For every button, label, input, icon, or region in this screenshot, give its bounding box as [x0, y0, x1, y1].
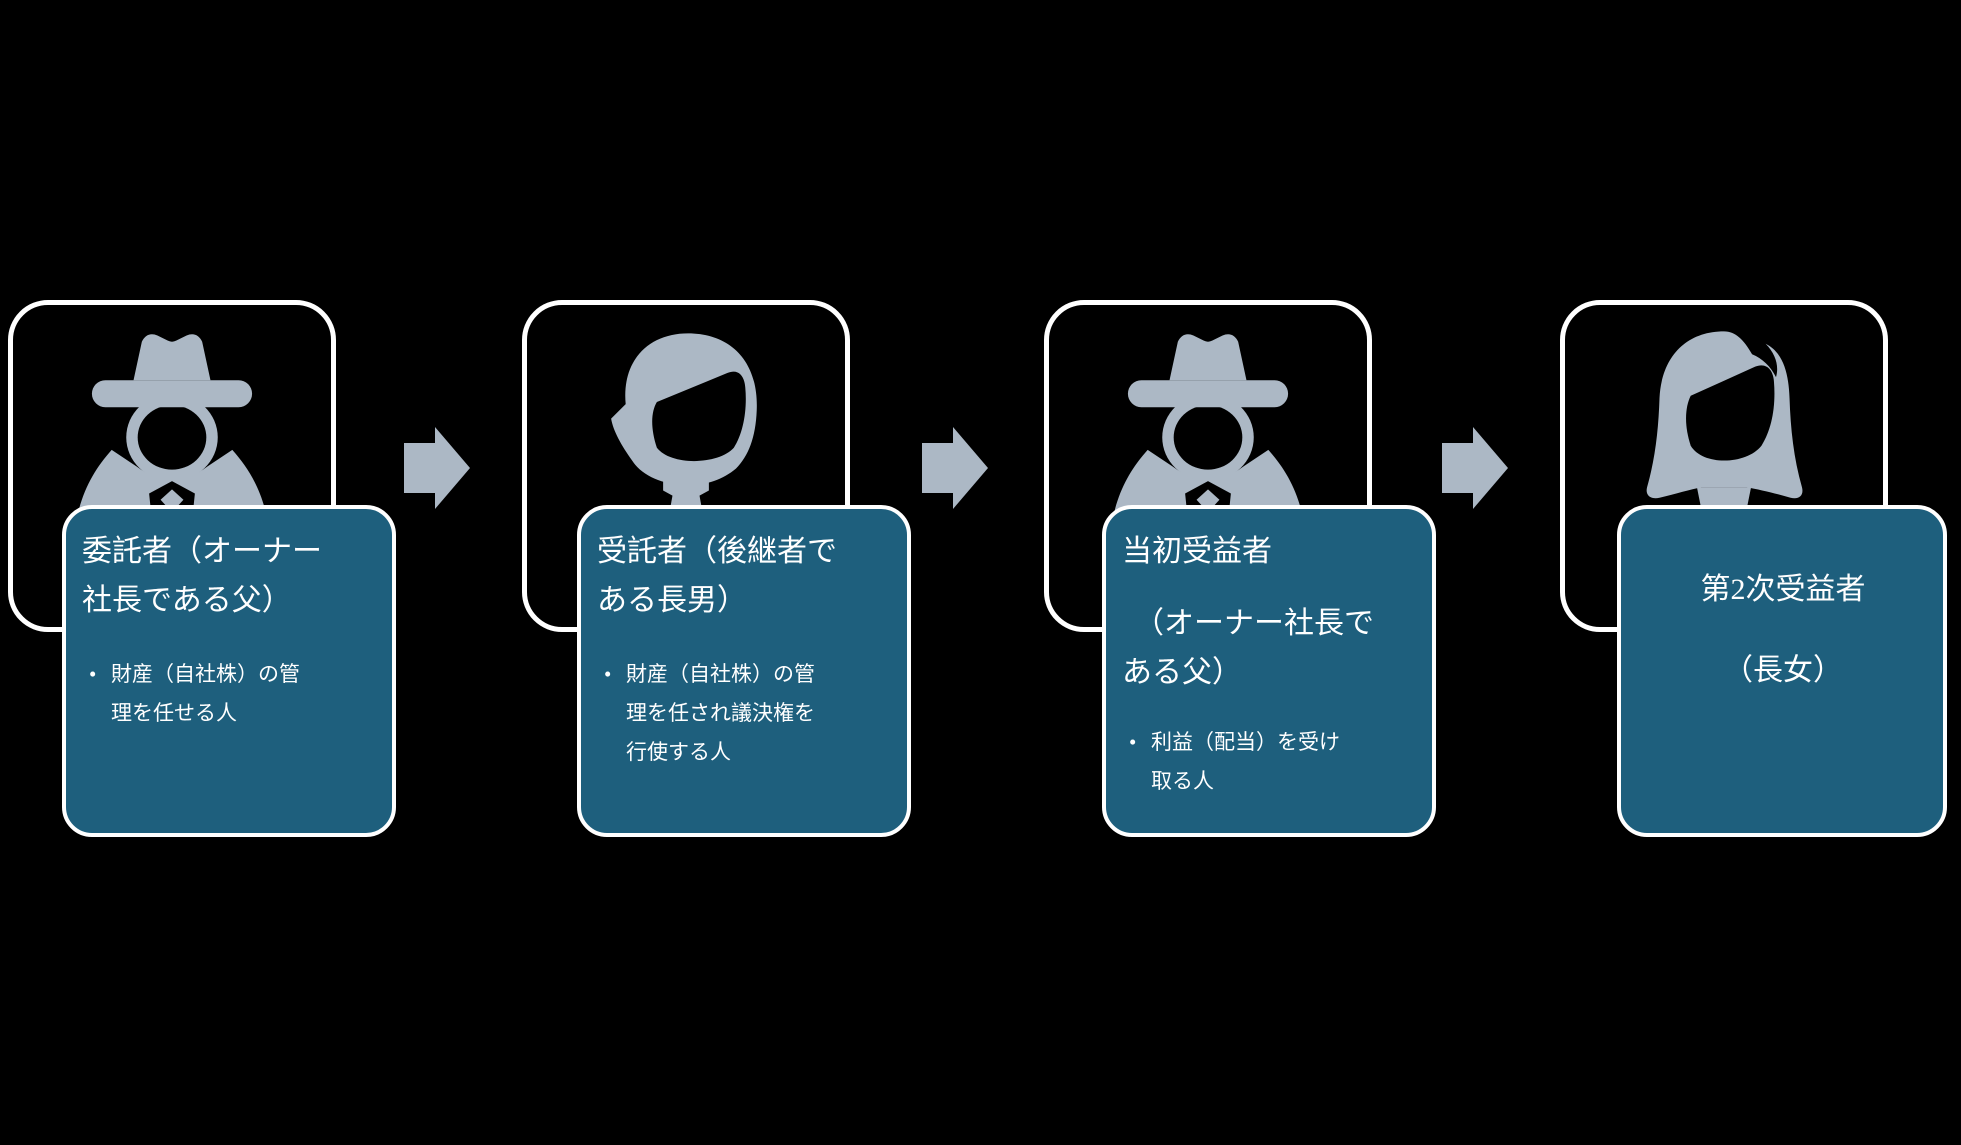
- initial-beneficiary-subtitle: （オーナー社長で ある父）: [1122, 599, 1418, 697]
- settlor-bullet-text: 財産（自社株）の管 理を任せる人: [111, 655, 378, 733]
- arrow-right-icon: [1442, 427, 1508, 509]
- bullet-marker: •: [604, 662, 612, 686]
- initial-beneficiary-panel: 当初受益者 （オーナー社長で ある父） • 利益（配当）を受け 取る人: [1102, 505, 1436, 837]
- trustee-title: 受託者（後継者で ある長男）: [597, 527, 893, 625]
- secondary-beneficiary-subtitle-line: （長女）: [1723, 654, 1843, 687]
- initial-beneficiary-title: 当初受益者: [1122, 527, 1418, 576]
- bullet-marker: •: [89, 662, 97, 686]
- trustee-bullet: • 財産（自社株）の管 理を任され議決権を 行使する人: [597, 655, 893, 772]
- initial-beneficiary-subtitle-line: ある父）: [1122, 656, 1242, 689]
- secondary-beneficiary-subtitle: （長女）: [1637, 646, 1929, 695]
- trustee-panel: 受託者（後継者で ある長男） • 財産（自社株）の管 理を任され議決権を 行使す…: [577, 505, 911, 837]
- bullet-line: 取る人: [1151, 769, 1214, 793]
- settlor-title-line: 委託者（オーナー: [82, 535, 322, 568]
- bullet-line: 財産（自社株）の管: [111, 662, 300, 686]
- arrow-right-icon: [922, 427, 988, 509]
- secondary-beneficiary-panel: 第2次受益者 （長女）: [1617, 505, 1947, 837]
- initial-beneficiary-bullet: • 利益（配当）を受け 取る人: [1122, 723, 1418, 801]
- trustee-title-line: ある長男）: [597, 584, 747, 617]
- secondary-beneficiary-title-line: 第2次受益者: [1700, 573, 1866, 606]
- bullet-line: 理を任され議決権を: [626, 701, 815, 725]
- settlor-panel: 委託者（オーナー 社長である父） • 財産（自社株）の管 理を任せる人: [62, 505, 396, 837]
- initial-beneficiary-bullet-text: 利益（配当）を受け 取る人: [1151, 723, 1418, 801]
- initial-beneficiary-subtitle-line: （オーナー社長で: [1134, 607, 1374, 640]
- settlor-title-line: 社長である父）: [82, 584, 292, 617]
- bullet-line: 行使する人: [626, 740, 731, 764]
- arrow-right-icon: [404, 427, 470, 509]
- initial-beneficiary-title-line: 当初受益者: [1122, 535, 1272, 568]
- bullet-line: 理を任せる人: [111, 701, 237, 725]
- secondary-beneficiary-title: 第2次受益者: [1637, 565, 1929, 614]
- trustee-title-line: 受託者（後継者で: [597, 535, 837, 568]
- bullet-marker: •: [1129, 730, 1137, 754]
- bullet-line: 財産（自社株）の管: [626, 662, 815, 686]
- settlor-title: 委託者（オーナー 社長である父）: [82, 527, 378, 625]
- settlor-bullet: • 財産（自社株）の管 理を任せる人: [82, 655, 378, 733]
- trustee-bullet-text: 財産（自社株）の管 理を任され議決権を 行使する人: [626, 655, 893, 772]
- bullet-line: 利益（配当）を受け: [1151, 730, 1340, 754]
